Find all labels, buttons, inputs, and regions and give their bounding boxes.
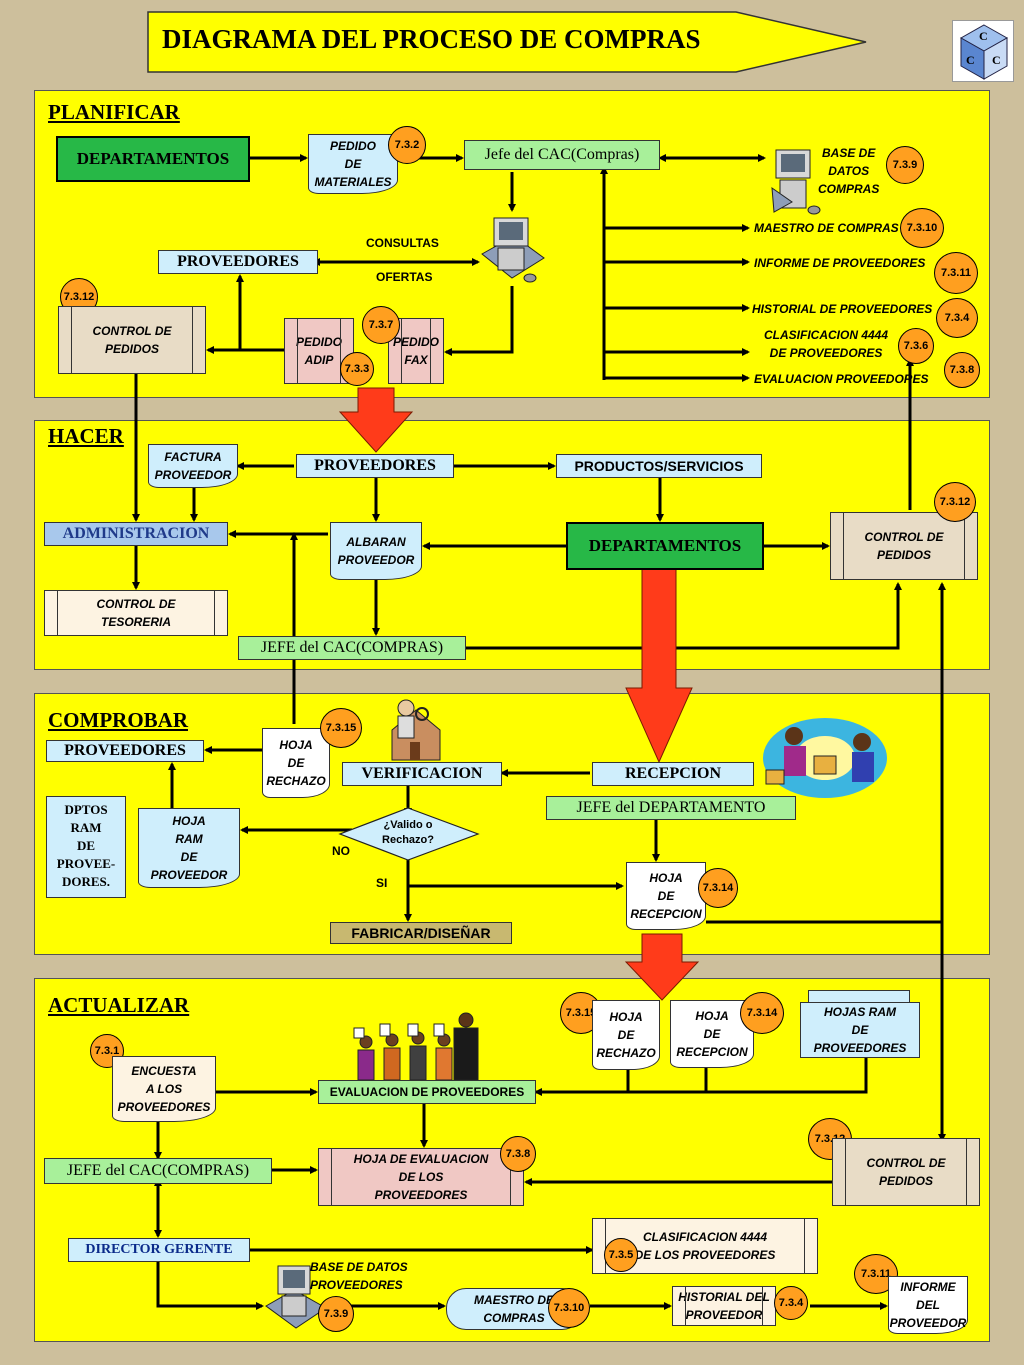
administracion-box: ADMINISTRACION bbox=[44, 522, 228, 546]
jury-illustration bbox=[353, 1012, 479, 1081]
hoja-evaluacion-box: HOJA DE EVALUACION DE LOS PROVEEDORES bbox=[318, 1148, 524, 1206]
director-gerente-box: DIRECTOR GERENTE bbox=[68, 1238, 250, 1262]
hoja-recepcion-doc: HOJA DE RECEPCION bbox=[626, 862, 706, 930]
control-pedidos-box: CONTROL DE PEDIDOS bbox=[58, 306, 206, 374]
ref-badge: 7.3.11 bbox=[934, 252, 978, 294]
informe-proveedores-label: INFORME DE PROVEEDORES bbox=[754, 256, 926, 270]
clasificacion-label: CLASIFICACION 4444 DE PROVEEDORES bbox=[764, 328, 889, 360]
logo-letter: C bbox=[979, 29, 988, 43]
ofertas-label: OFERTAS bbox=[376, 270, 433, 284]
control-pedidos-box: CONTROL DE PEDIDOS bbox=[832, 1138, 980, 1206]
verificacion-box: VERIFICACION bbox=[342, 762, 502, 786]
ref-badge: 7.3.9 bbox=[318, 1296, 354, 1332]
no-label: NO bbox=[332, 844, 350, 858]
section-title-actualizar: ACTUALIZAR bbox=[48, 993, 190, 1017]
ref-badge: 7.3.3 bbox=[340, 352, 374, 386]
ref-badge: 7.3.9 bbox=[886, 146, 924, 184]
fabricar-disenar-box: FABRICAR/DISEÑAR bbox=[330, 922, 512, 944]
base-datos-proveedores-label: BASE DE DATOS PROVEEDORES bbox=[310, 1260, 408, 1292]
evaluacion-proveedores-box: EVALUACION DE PROVEEDORES bbox=[318, 1080, 536, 1104]
informe-proveedor-doc: INFORME DEL PROVEEDOR bbox=[888, 1276, 968, 1334]
red-arrow bbox=[338, 387, 414, 453]
section-title-planificar: PLANIFICAR bbox=[48, 100, 180, 124]
logo-letter: C bbox=[966, 53, 975, 67]
albaran-doc: ALBARAN PROVEEDOR bbox=[330, 522, 422, 580]
departamentos-box: DEPARTAMENTOS bbox=[56, 136, 250, 182]
proveedores-box: PROVEEDORES bbox=[46, 740, 204, 762]
inspector-icon bbox=[391, 699, 441, 761]
recepcion-box: RECEPCION bbox=[592, 762, 754, 786]
hojas-ram-doc: HOJAS RAM DE PROVEEDORES bbox=[800, 1002, 920, 1058]
section-title-comprobar: COMPROBAR bbox=[48, 708, 188, 732]
hoja-rechazo-doc: HOJA DE RECHAZO bbox=[262, 728, 330, 798]
computer-icon bbox=[265, 1265, 327, 1329]
page-title: DIAGRAMA DEL PROCESO DE COMPRAS bbox=[162, 24, 701, 54]
jefe-departamento-box: JEFE del DEPARTAMENTO bbox=[546, 796, 796, 820]
proveedores-box: PROVEEDORES bbox=[296, 454, 454, 478]
decision-label: ¿Valido o Rechazo? bbox=[382, 819, 434, 846]
evaluacion-label: EVALUACION PROVEEDORES bbox=[754, 372, 929, 386]
ref-badge: 7.3.12 bbox=[934, 482, 976, 522]
ref-badge: 7.3.10 bbox=[548, 1288, 590, 1328]
departamentos-box: DEPARTAMENTOS bbox=[566, 522, 764, 570]
hoja-ram-doc: HOJA RAM DE PROVEEDOR bbox=[138, 808, 240, 888]
ref-badge: 7.3.2 bbox=[388, 126, 426, 164]
jefe-cac-box: JEFE del CAC(COMPRAS) bbox=[44, 1158, 272, 1184]
ref-badge: 7.3.5 bbox=[604, 1238, 638, 1272]
control-tesoreria-box: CONTROL DE TESORERIA bbox=[44, 590, 228, 636]
ref-badge: 7.3.8 bbox=[500, 1136, 536, 1172]
title-banner bbox=[147, 11, 867, 73]
historial-proveedores-label: HISTORIAL DE PROVEEDORES bbox=[752, 302, 933, 316]
base-datos-text: BASE DE DATOS COMPRAS bbox=[818, 146, 880, 196]
jefe-cac-box: JEFE del CAC(COMPRAS) bbox=[238, 636, 466, 660]
encuesta-doc: ENCUESTA A LOS PROVEEDORES bbox=[112, 1056, 216, 1122]
maestro-compras-label: MAESTRO DE COMPRAS bbox=[754, 221, 899, 235]
si-label: SI bbox=[376, 876, 388, 890]
ref-badge: 7.3.14 bbox=[698, 868, 738, 908]
red-arrow bbox=[625, 567, 693, 764]
control-pedidos-box: CONTROL DE PEDIDOS bbox=[830, 512, 978, 580]
ref-badge: 7.3.10 bbox=[900, 208, 944, 248]
section-title-hacer: HACER bbox=[48, 424, 124, 448]
proveedores-box: PROVEEDORES bbox=[158, 250, 318, 274]
factura-doc: FACTURA PROVEEDOR bbox=[148, 444, 238, 488]
productos-servicios-box: PRODUCTOS/SERVICIOS bbox=[556, 454, 762, 478]
decision-diamond bbox=[338, 807, 480, 861]
computer-icon bbox=[771, 149, 821, 215]
historial-proveedor-box: HISTORIAL DEL PROVEEDOR bbox=[672, 1286, 776, 1326]
handshake-illustration bbox=[763, 718, 887, 798]
ref-badge: 7.3.14 bbox=[740, 992, 784, 1034]
pedido-materiales-doc: PEDIDO DE MATERIALES bbox=[308, 134, 398, 194]
ref-badge: 7.3.6 bbox=[898, 328, 934, 364]
ref-badge: 7.3.7 bbox=[362, 306, 400, 344]
ccc-logo: C C C bbox=[952, 20, 1014, 82]
logo-letter: C bbox=[992, 53, 1001, 67]
logo-icon bbox=[959, 24, 1009, 80]
dptos-ram-box: DPTOS RAM DE PROVEE- DORES. bbox=[46, 796, 126, 898]
ref-badge: 7.3.4 bbox=[936, 298, 978, 338]
ref-badge: 7.3.15 bbox=[320, 708, 362, 748]
computer-icon bbox=[481, 217, 545, 283]
consultas-label: CONSULTAS bbox=[366, 236, 439, 250]
hoja-rechazo-doc: HOJA DE RECHAZO bbox=[592, 1000, 660, 1070]
red-arrow bbox=[624, 933, 700, 1001]
ref-badge: 7.3.4 bbox=[774, 1286, 808, 1320]
ref-badge: 7.3.8 bbox=[944, 352, 980, 388]
jefe-cac-box: Jefe del CAC(Compras) bbox=[464, 140, 660, 170]
base-datos-label: BASE DE DATOS COMPRAS bbox=[818, 144, 879, 198]
